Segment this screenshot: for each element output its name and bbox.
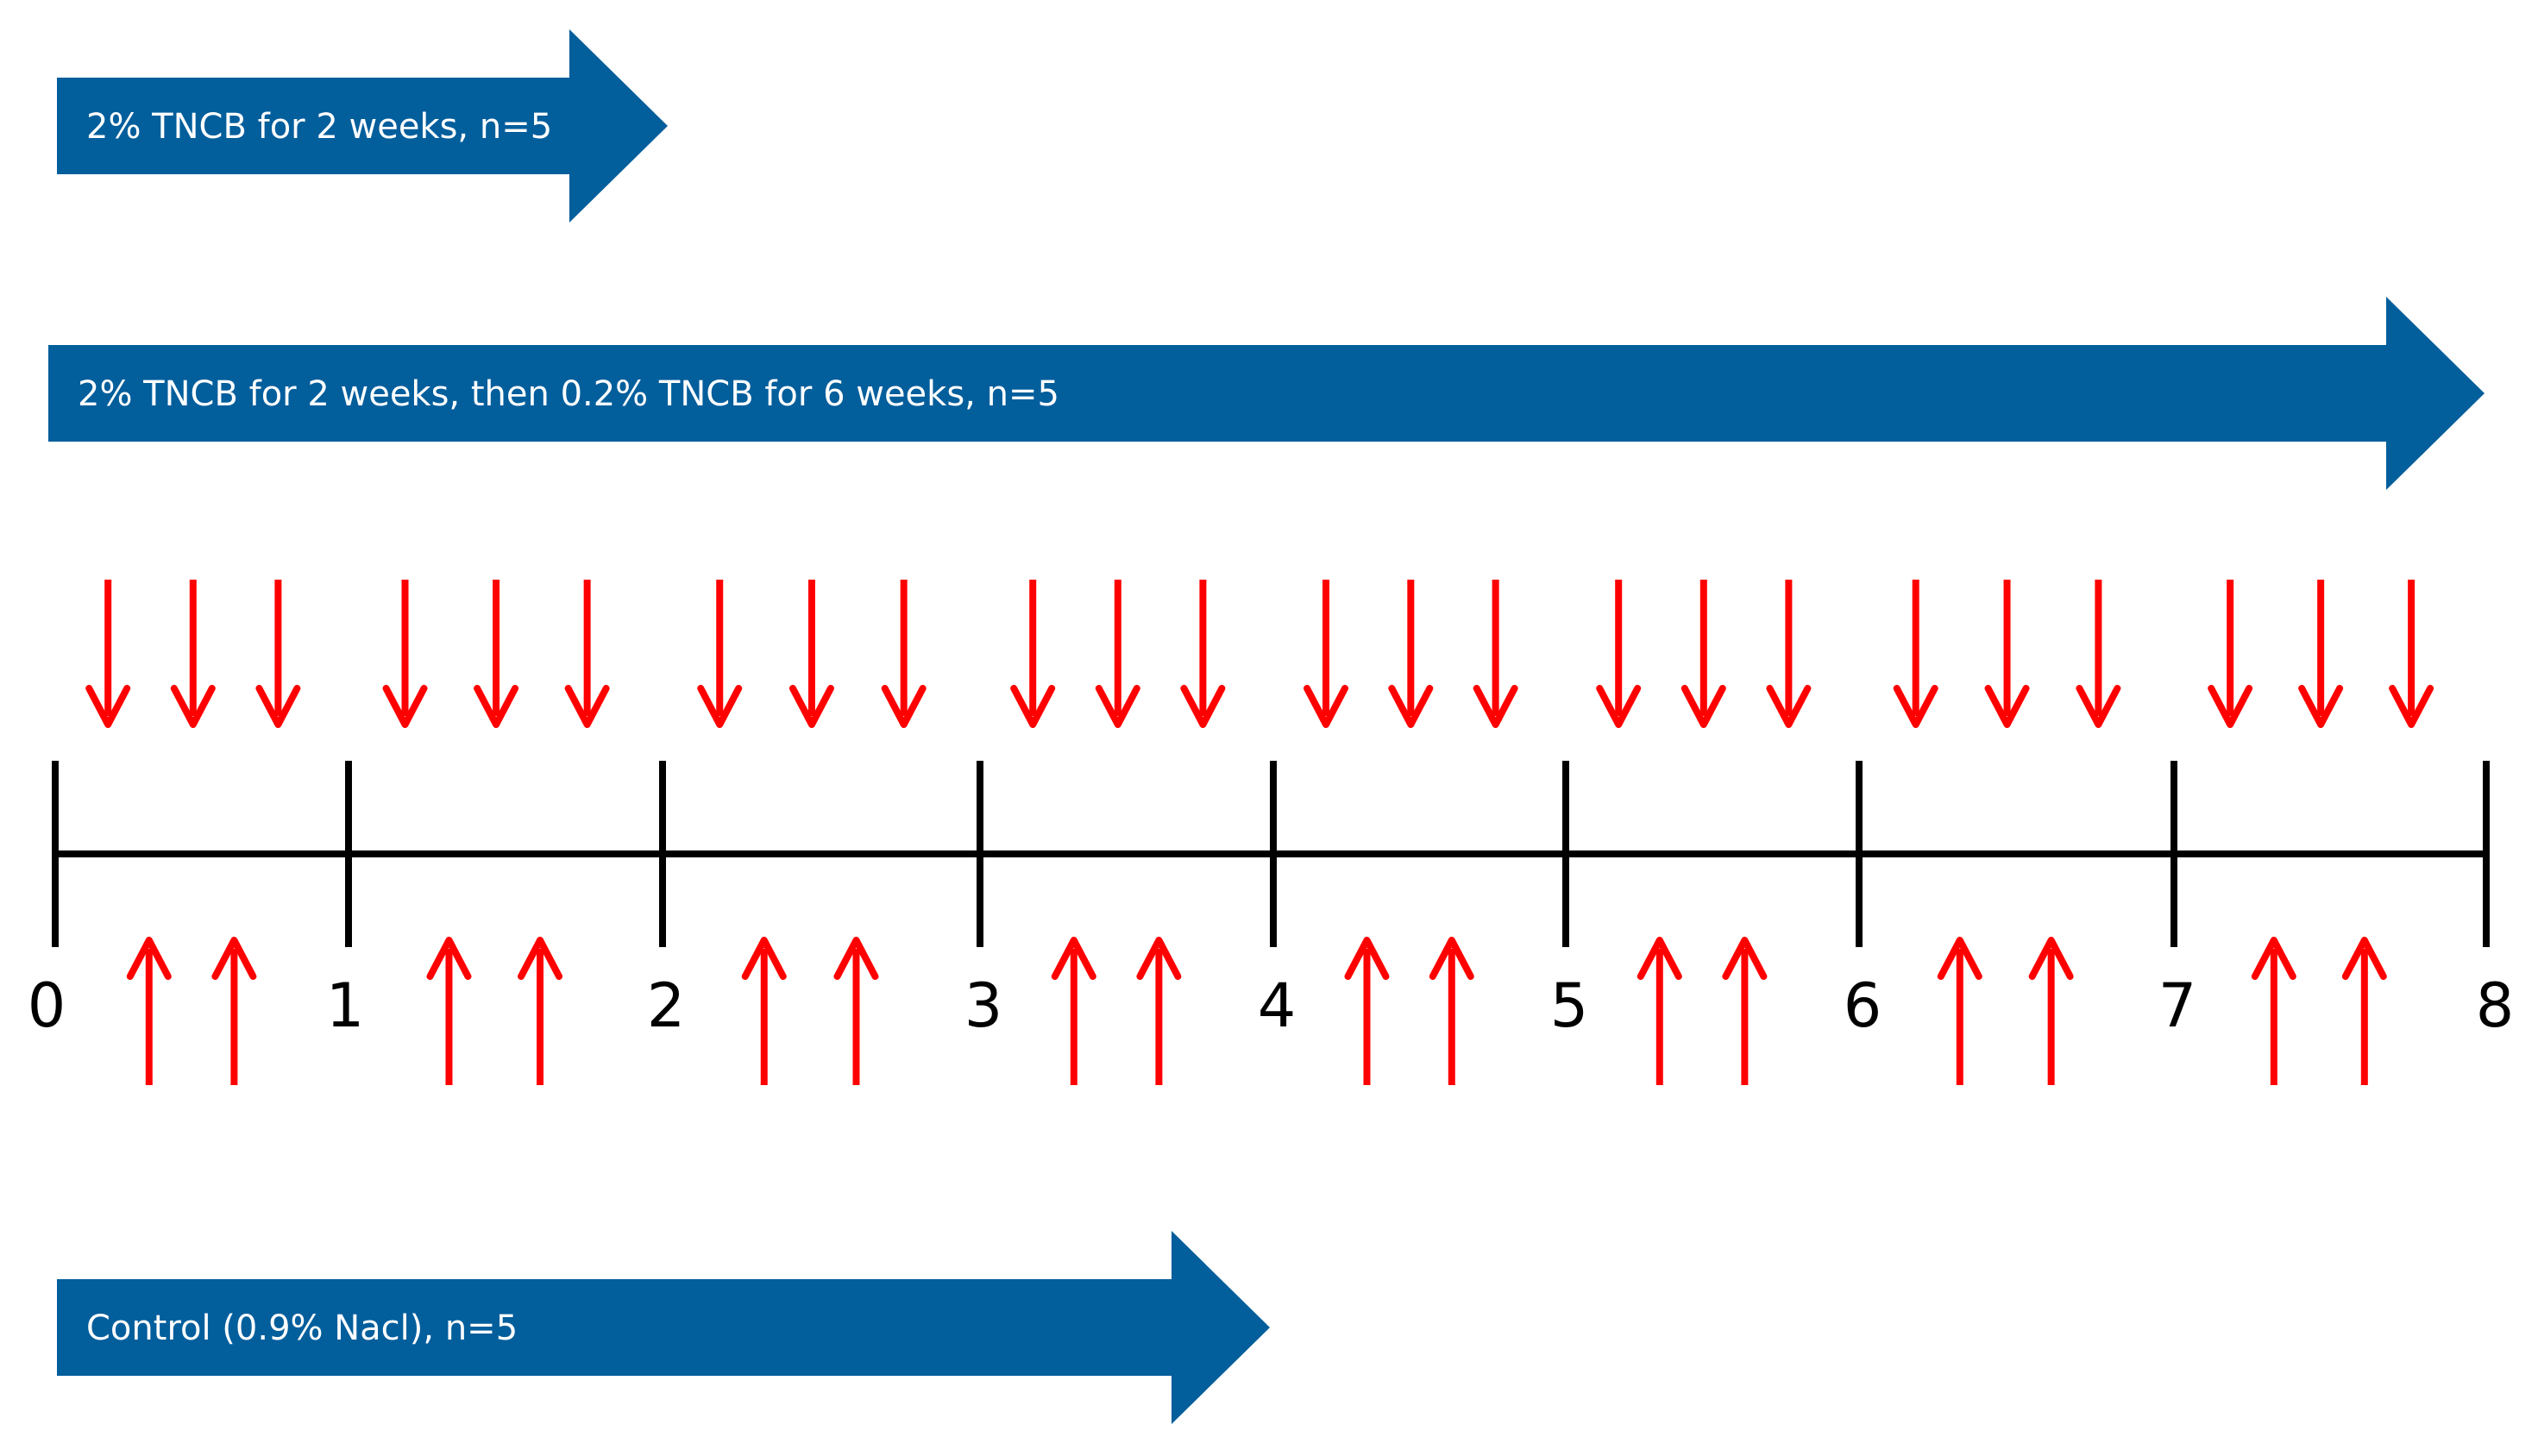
dose-down-arrow <box>1680 580 1726 728</box>
dose-down-arrow <box>788 580 834 728</box>
dose-up-arrow <box>426 937 472 1085</box>
protocol-arrow-label: 2% TNCB for 2 weeks, then 0.2% TNCB for … <box>78 374 1059 414</box>
week-tick-label: 7 <box>2158 970 2197 1041</box>
week-tick-label: 5 <box>1550 970 1589 1041</box>
dose-down-arrow <box>881 580 927 728</box>
week-tick-label: 1 <box>326 970 365 1041</box>
up-arrows <box>126 937 2387 1085</box>
dose-down-arrow <box>1596 580 1642 728</box>
dose-down-arrow <box>697 580 743 728</box>
week-tick-label: 6 <box>1844 970 1882 1041</box>
dose-down-arrow <box>1095 580 1140 728</box>
dose-up-arrow <box>1637 937 1682 1085</box>
week-tick-label: 2 <box>647 970 686 1041</box>
dose-down-arrow <box>1893 580 1938 728</box>
dose-up-arrow <box>126 937 172 1085</box>
dose-down-arrow <box>2208 580 2253 728</box>
dose-down-arrow <box>170 580 216 728</box>
dose-up-arrow <box>1429 937 1474 1085</box>
protocol-arrow-shape <box>48 297 2485 490</box>
dose-up-arrow <box>2028 937 2074 1085</box>
dose-down-arrow <box>255 580 301 728</box>
week-tick-label: 4 <box>1258 970 1297 1041</box>
dose-down-arrow <box>564 580 610 728</box>
dose-down-arrow <box>1388 580 1434 728</box>
protocol-arrow-label: Control (0.9% Nacl), n=5 <box>86 1309 518 1348</box>
dose-up-arrow <box>518 937 563 1085</box>
dose-down-arrow <box>1473 580 1518 728</box>
dose-down-arrow <box>2298 580 2344 728</box>
dose-down-arrow <box>1010 580 1056 728</box>
protocol-arrow-shape <box>57 29 668 223</box>
week-tick-label: 0 <box>28 970 66 1041</box>
dose-down-arrow <box>1984 580 2030 728</box>
protocol-arrow-control: Control (0.9% Nacl), n=5 <box>57 1231 1270 1424</box>
dose-up-arrow <box>1344 937 1390 1085</box>
dose-up-arrow <box>741 937 787 1085</box>
dose-up-arrow <box>1136 937 1182 1085</box>
dose-up-arrow <box>1937 937 1982 1085</box>
dose-up-arrow <box>2251 937 2296 1085</box>
protocol-arrow-2pct-2weeks: 2% TNCB for 2 weeks, n=5 <box>57 29 668 223</box>
dose-up-arrow <box>833 937 879 1085</box>
dose-down-arrow <box>1180 580 1226 728</box>
protocol-arrow-shape <box>57 1231 1270 1424</box>
protocol-arrow-label: 2% TNCB for 2 weeks, n=5 <box>86 107 552 147</box>
dose-up-arrow <box>1051 937 1096 1085</box>
dose-up-arrow <box>1722 937 1768 1085</box>
timeline-axis: 0 1 2 3 4 5 6 7 8 <box>28 761 2515 1041</box>
dose-down-arrow <box>2076 580 2121 728</box>
dose-up-arrow <box>211 937 257 1085</box>
dose-down-arrow <box>382 580 428 728</box>
week-tick-label: 8 <box>2476 970 2515 1041</box>
week-tick-label: 3 <box>964 970 1003 1041</box>
dose-down-arrow <box>85 580 131 728</box>
dose-down-arrow <box>1766 580 1812 728</box>
dose-down-arrow <box>474 580 519 728</box>
dose-down-arrow <box>1304 580 1349 728</box>
down-arrows <box>85 580 2434 728</box>
dose-down-arrow <box>2389 580 2434 728</box>
dose-up-arrow <box>2341 937 2387 1085</box>
protocol-arrow-2pct-then-02pct: 2% TNCB for 2 weeks, then 0.2% TNCB for … <box>48 297 2485 490</box>
